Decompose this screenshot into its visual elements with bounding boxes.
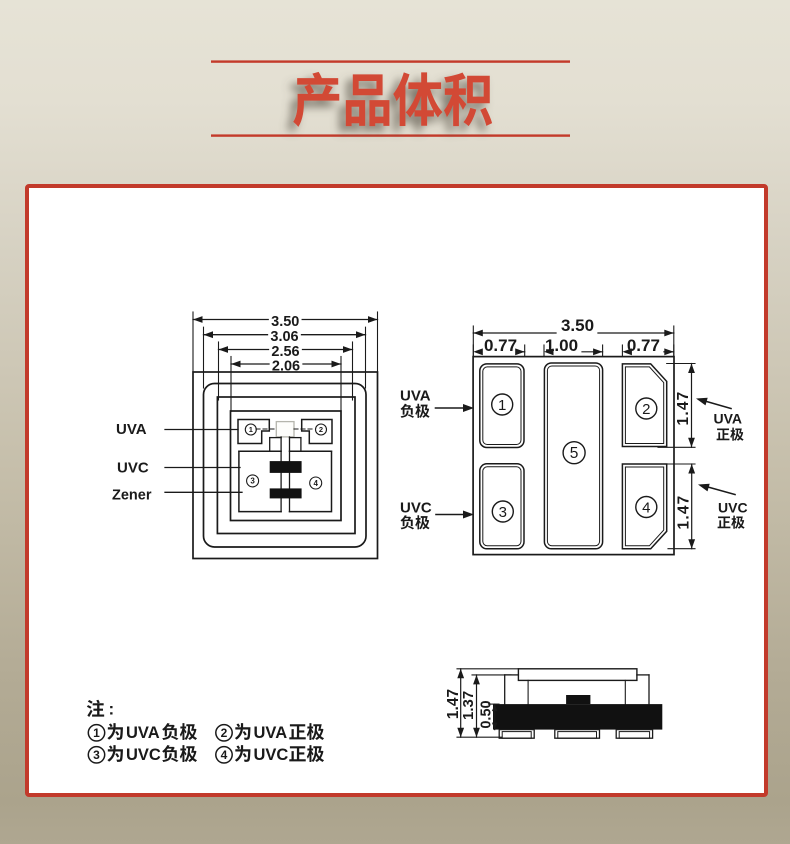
svg-text:UVA: UVA <box>254 724 288 742</box>
svg-text:2: 2 <box>221 726 228 740</box>
svg-text:3.50: 3.50 <box>271 314 299 330</box>
svg-text:UVC: UVC <box>718 500 748 516</box>
svg-text:2: 2 <box>319 425 323 434</box>
svg-text:1.47: 1.47 <box>675 391 692 426</box>
svg-text:0.77: 0.77 <box>627 336 660 355</box>
svg-text:UVC: UVC <box>126 746 161 764</box>
svg-text:UVA: UVA <box>400 388 431 405</box>
svg-text:1.37: 1.37 <box>460 691 477 720</box>
svg-text:2: 2 <box>642 401 650 418</box>
svg-text:4: 4 <box>642 499 650 516</box>
svg-text:Zener: Zener <box>112 488 152 504</box>
svg-text:3: 3 <box>499 504 507 521</box>
svg-text:3: 3 <box>250 477 255 486</box>
svg-text:4: 4 <box>221 748 228 762</box>
svg-text:1.47: 1.47 <box>676 495 693 530</box>
svg-text:1: 1 <box>93 726 100 740</box>
svg-text:UVA: UVA <box>126 724 160 742</box>
svg-text:0.50: 0.50 <box>479 700 495 728</box>
svg-text::: : <box>109 700 115 719</box>
svg-text:1.47: 1.47 <box>445 689 462 719</box>
svg-text:1: 1 <box>249 425 253 434</box>
svg-text:4: 4 <box>313 479 318 488</box>
svg-text:UVC: UVC <box>117 460 149 477</box>
svg-text:0.77: 0.77 <box>484 336 517 355</box>
svg-text:1: 1 <box>498 397 506 414</box>
svg-text:3: 3 <box>93 748 100 762</box>
svg-text:UVC: UVC <box>400 500 432 517</box>
svg-text:2.06: 2.06 <box>272 358 300 374</box>
svg-text:UVC: UVC <box>254 746 289 764</box>
svg-text:2.56: 2.56 <box>271 344 299 360</box>
svg-text:UVA: UVA <box>116 421 147 438</box>
svg-text:UVA: UVA <box>714 411 743 427</box>
svg-text:3.06: 3.06 <box>270 329 298 345</box>
svg-text:3.50: 3.50 <box>561 316 594 335</box>
svg-text:5: 5 <box>570 445 579 462</box>
